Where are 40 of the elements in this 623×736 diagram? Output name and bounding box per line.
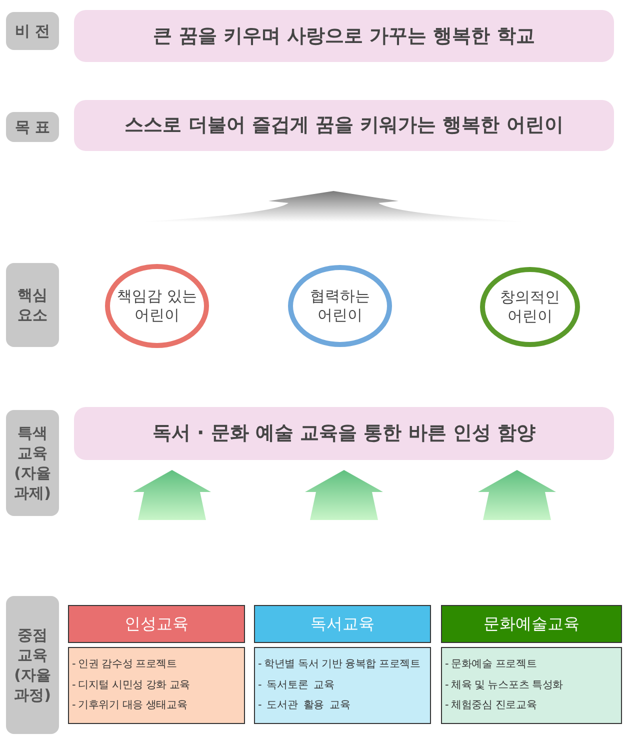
list-item: - 인권 감수성 프로젝트: [72, 656, 178, 672]
item-list-panel: [441, 647, 622, 724]
statement-text: 독서 · 문화 예술 교육을 통한 바른 인성 함양: [152, 421, 536, 446]
block-arrow: [478, 470, 556, 520]
circle-text: 책임감 있는 어린이: [116, 286, 198, 326]
section-tag: [6, 12, 59, 50]
section-tag: [6, 263, 59, 347]
item-list-panel: [254, 647, 431, 724]
column-header: [441, 605, 622, 643]
statement-band: [74, 10, 614, 62]
column-header: [254, 605, 431, 643]
header-text: 인성교육: [124, 613, 188, 635]
statement-band: [74, 100, 614, 151]
list-item: - 체험중심 진로교육: [445, 698, 538, 714]
list-item: - 학년별 독서 기반 융복합 프로젝트: [258, 656, 422, 672]
section-tag: [6, 410, 59, 516]
tag-text: 비 전: [14, 20, 52, 42]
block-arrow: [305, 470, 383, 520]
tag-text: 특색 교육 (자율 과제): [13, 422, 52, 504]
section-tag: [6, 596, 59, 734]
statement-band: [74, 407, 614, 460]
statement-text: 스스로 더불어 즐겁게 꿈을 키워가는 행복한 어린이: [124, 113, 564, 138]
header-text: 문화예술교육: [484, 613, 580, 635]
tag-text: 목 표: [14, 116, 52, 138]
circle-text: 창의적인 어린이: [499, 288, 561, 326]
tag-text: 핵심 요소: [16, 284, 48, 326]
list-item: - 문화예술 프로젝트: [445, 656, 538, 672]
block-arrow: [133, 470, 211, 520]
list-item: - 도서관 활용 교육: [258, 698, 352, 714]
section-tag: [6, 112, 59, 142]
circle-text: 협력하는 어린이: [309, 286, 371, 326]
statement-text: 큰 꿈을 키우며 사랑으로 가꾸는 행복한 학교: [153, 24, 535, 49]
list-item: - 독서토론 교육: [258, 678, 336, 693]
tag-text: 중점 교육 (자율 과정): [13, 624, 52, 706]
header-text: 독서교육: [310, 613, 374, 635]
list-item: - 체육 및 뉴스포츠 특성화: [445, 678, 564, 693]
list-item: - 기후위기 대응 생태교육: [72, 698, 188, 714]
list-item: - 디지털 시민성 강화 교육: [72, 678, 192, 693]
column-header: [68, 605, 245, 643]
item-list-panel: [68, 647, 245, 724]
